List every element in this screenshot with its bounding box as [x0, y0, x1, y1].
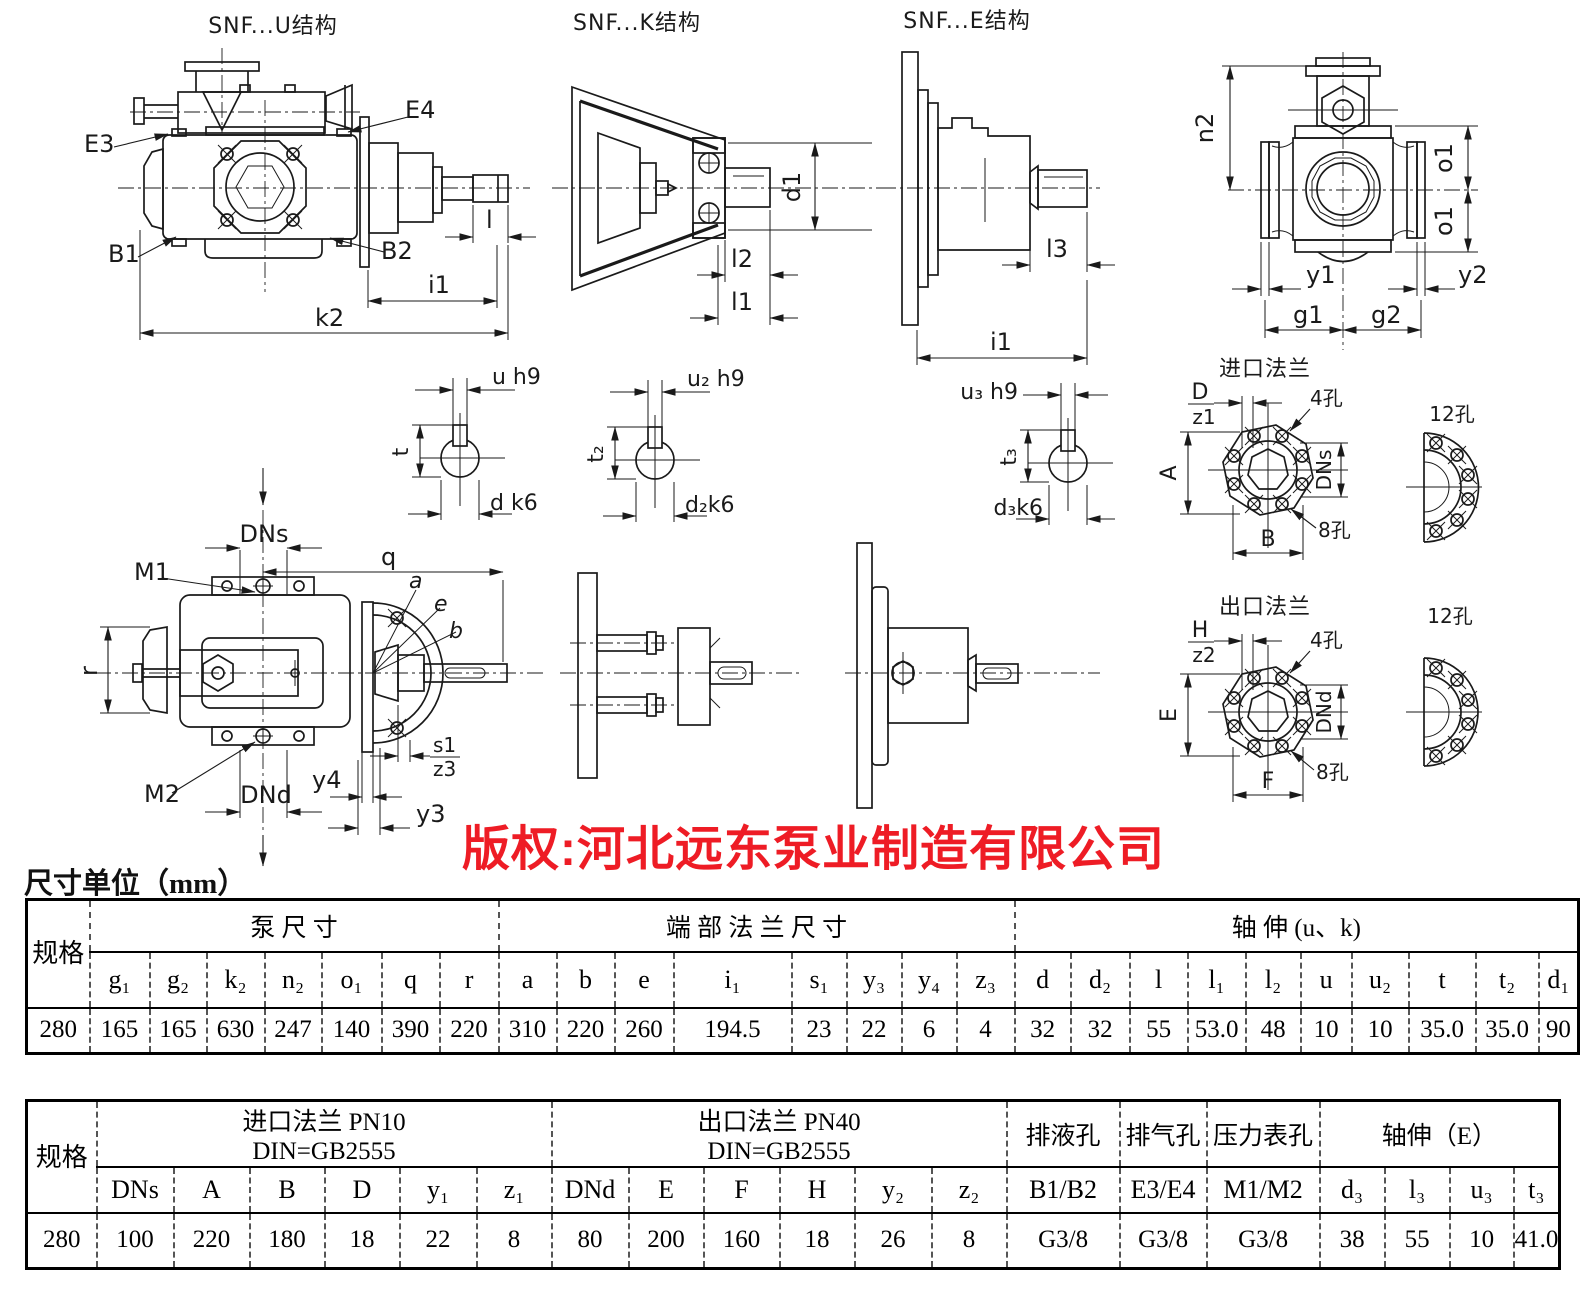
pump-dimensions-table: 规格 泵 尺 寸 端 部 法 兰 尺 寸 轴 伸 (u、k) g₁ g₂ k₂ … [25, 898, 1581, 1055]
label-g1: g1 [1293, 301, 1324, 329]
label-i1: i1 [990, 328, 1012, 356]
label-flange-d: D [1192, 380, 1209, 405]
label-e: e [434, 592, 448, 617]
label-z2: z2 [1192, 643, 1215, 667]
label-b: b [449, 619, 463, 644]
label-flange-b: B [1260, 527, 1275, 552]
label-y4: y4 [312, 766, 341, 794]
label-t3: t₃ [997, 448, 1022, 465]
drawing-snf-u-structure: SNF...U结构 E3 [84, 14, 536, 340]
label-u3-h9: u₃ h9 [960, 380, 1018, 405]
label-flange-f: F [1262, 769, 1275, 794]
label-4-holes: 4孔 [1310, 628, 1343, 652]
label-b1: B1 [108, 240, 140, 268]
drawing-pump-top-view: a e b q DNs M1 M2 DNd r s1 z3 [75, 468, 545, 867]
spec-header: 规格 [25, 898, 91, 1009]
inlet-flange-title: 进口法兰 [1219, 357, 1311, 382]
label-z3: z3 [433, 757, 456, 781]
drawing-outlet-flange: 出口法兰 H z2 E F DNd 4孔 8孔 12孔 [1157, 595, 1482, 802]
label-o1-bottom: o1 [1430, 206, 1458, 236]
label-n2: n2 [1191, 113, 1219, 143]
drawing-snf-k-structure: SNF...K结构 d1 l2 l1 [552, 11, 880, 325]
flange-ports-table: 规格 进口法兰 PN10 DIN=GB2555 出口法兰 PN40 DIN=GB… [25, 1099, 1562, 1270]
label-d3-k6: d₃k6 [993, 496, 1043, 521]
label-t: t [389, 447, 414, 456]
label-dns: DNs [1312, 450, 1336, 491]
label-o1-top: o1 [1430, 143, 1458, 173]
group-drain-hole: 排液孔 [1005, 1099, 1121, 1168]
column-header-row: DNs A B D y₁ z₁ DNd E F H y₂ z₂ B1/B2 E3… [27, 1166, 1561, 1214]
group-end-flange-dimensions: 端 部 法 兰 尺 寸 [497, 898, 1016, 953]
label-g2: g2 [1371, 301, 1402, 329]
column-header-row: g₁ g₂ k₂ n₂ o₁ q r a b e i₁ s₁ y₃ y₄ z₃ … [27, 950, 1580, 1009]
label-dnd: DNd [1312, 690, 1336, 733]
value-row-280: 280 100 220 180 18 22 8 80 200 160 18 26… [25, 1212, 1561, 1269]
label-d2-k6: d₂k6 [685, 493, 735, 518]
drawing-title: SNF...K结构 [573, 11, 701, 36]
label-dns: DNs [240, 520, 289, 548]
drawing-end-view: n2 o1 o1 y1 y2 g1 g2 [1191, 52, 1487, 350]
label-t2: t₂ [584, 445, 609, 462]
label-d-k6: d k6 [490, 491, 538, 516]
label-8-holes: 8孔 [1318, 518, 1351, 542]
drawing-title: SNF...U结构 [208, 14, 338, 39]
copyright-watermark: 版权:河北远东泵业制造有限公司 [462, 823, 1165, 876]
label-8-holes: 8孔 [1316, 760, 1349, 784]
label-i1: i1 [428, 271, 450, 299]
label-s1: s1 [433, 733, 456, 757]
label-l: l [486, 206, 493, 234]
group-outlet-flange: 出口法兰 PN40 DIN=GB2555 [550, 1099, 1008, 1168]
label-d1: d1 [778, 172, 806, 203]
group-shaft-extension-uk: 轴 伸 (u、k) [1013, 898, 1580, 953]
label-b2: B2 [381, 237, 413, 265]
label-z1: z1 [1192, 405, 1215, 429]
label-flange-e: E [1157, 708, 1182, 722]
label-a: a [409, 569, 422, 594]
label-12-holes: 12孔 [1427, 604, 1472, 628]
outlet-flange-title: 出口法兰 [1219, 595, 1311, 620]
spec-header: 规格 [25, 1099, 98, 1214]
label-y3: y3 [416, 800, 445, 828]
label-4-holes: 4孔 [1310, 386, 1343, 410]
drawing-snf-e-structure: SNF...E结构 l3 i1 [880, 9, 1115, 365]
label-k2: k2 [315, 304, 344, 332]
group-inlet-flange: 进口法兰 PN10 DIN=GB2555 [95, 1099, 553, 1168]
label-flange-h: H [1192, 618, 1209, 643]
label-l2: l2 [731, 245, 753, 273]
group-pump-dimensions: 泵 尺 寸 [88, 898, 500, 953]
group-gauge-hole: 压力表孔 [1205, 1099, 1321, 1168]
drawing-shaft-section-3: u₃ h9 t₃ d₃k6 [960, 380, 1115, 525]
group-shaft-extension-e: 轴伸（E） [1318, 1099, 1561, 1168]
drawing-shaft-section-2: u₂ h9 t₂ d₂k6 [584, 367, 745, 522]
label-y2: y2 [1458, 261, 1487, 289]
value-row-280: 280 165 165 630 247 140 390 220 310 220 … [25, 1006, 1580, 1055]
drawing-e-top-view [845, 542, 1100, 809]
label-u-h9: u h9 [492, 365, 541, 390]
group-vent-hole: 排气孔 [1118, 1099, 1208, 1168]
label-dnd: DNd [240, 781, 292, 809]
label-e4: E4 [405, 96, 435, 124]
drawing-shaft-section-1: u h9 t d k6 [389, 365, 541, 520]
drawing-k-top-view [560, 572, 800, 779]
label-r: r [75, 666, 103, 676]
label-m2: M2 [144, 780, 180, 808]
technical-drawings-canvas: SNF...U结构 E3 [75, 9, 1487, 867]
label-y1: y1 [1306, 261, 1335, 289]
drawing-title: SNF...E结构 [903, 9, 1030, 34]
label-flange-a: A [1157, 465, 1182, 480]
drawing-inlet-flange: 进口法兰 D z1 A B DNs 4孔 8孔 12孔 [1157, 357, 1482, 560]
label-l1: l1 [731, 288, 753, 316]
label-m1: M1 [134, 558, 170, 586]
label-u2-h9: u₂ h9 [687, 367, 745, 392]
label-q: q [381, 543, 396, 571]
label-12-holes: 12孔 [1429, 402, 1474, 426]
label-e3: E3 [84, 130, 114, 158]
label-l3: l3 [1046, 235, 1068, 263]
unit-label: 尺寸单位（mm） [24, 868, 247, 900]
